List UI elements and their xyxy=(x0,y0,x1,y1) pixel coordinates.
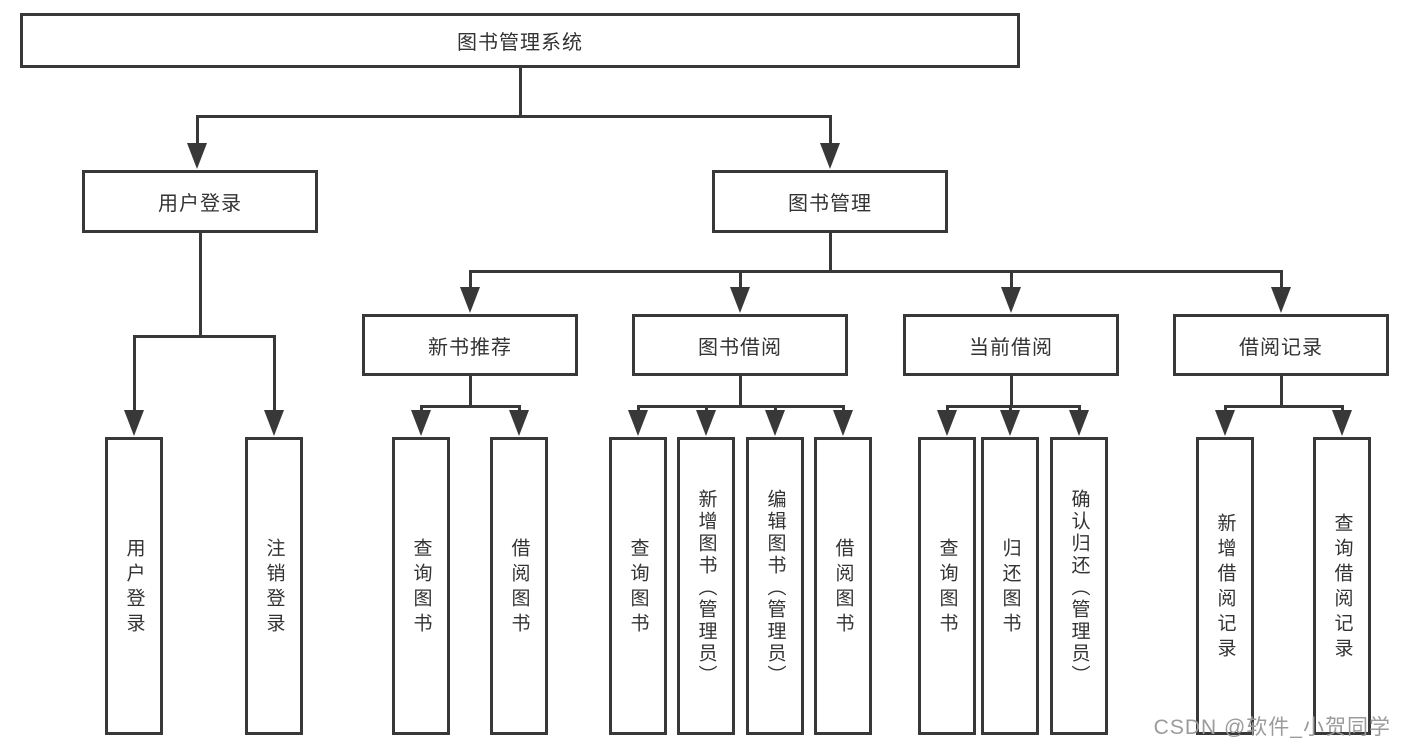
node-book-borrow-label: 图书借阅 xyxy=(698,336,782,359)
arrow-down-icon xyxy=(765,410,785,436)
leaf-query-books-borrow: 查询图书 xyxy=(609,437,667,735)
leaf-edit-book-admin: 编辑图书（管理员） xyxy=(746,437,804,735)
connector-manage-stem xyxy=(828,233,832,273)
node-user-login-label: 用户登录 xyxy=(158,193,242,215)
node-book-management: 图书管理 xyxy=(712,170,948,233)
arrow-down-icon xyxy=(937,410,957,436)
leaf-confirm-return-admin: 确认归还（管理员） xyxy=(1050,437,1108,735)
connector-user-leaf1-drop xyxy=(132,336,136,413)
node-library-system: 图书管理系统 xyxy=(20,13,1020,68)
arrow-down-icon xyxy=(1001,287,1021,313)
arrow-down-icon xyxy=(187,143,207,169)
leaf-borrow-books-recommend: 借阅图书 xyxy=(490,437,548,735)
connector-l3-drop xyxy=(1009,271,1013,291)
arrow-down-icon xyxy=(509,410,529,436)
arrow-down-icon xyxy=(411,410,431,436)
leaf-edit-book-admin-label: 编辑图书（管理员） xyxy=(764,489,786,687)
node-new-book-recommend-label: 新书推荐 xyxy=(428,336,512,359)
arrow-down-icon xyxy=(1069,410,1089,436)
watermark: CSDN @软件_小贺同学 xyxy=(1153,716,1391,739)
connector-l3-drop xyxy=(738,271,742,291)
leaf-borrow-books-borrow-label: 借阅图书 xyxy=(832,538,854,638)
connector-user-hline xyxy=(132,335,276,338)
leaf-add-book-admin-label: 新增图书（管理员） xyxy=(695,489,717,687)
connector-records-stem xyxy=(1279,375,1283,407)
leaf-user-login: 用户登录 xyxy=(105,437,163,735)
connector-l3-drop xyxy=(1279,271,1283,291)
arrow-down-icon xyxy=(696,410,716,436)
node-current-borrow-label: 当前借阅 xyxy=(969,336,1053,359)
node-current-borrow: 当前借阅 xyxy=(903,314,1119,376)
connector-user-stem xyxy=(198,233,202,337)
connector-root-stem xyxy=(518,68,522,118)
connector-manage-hline xyxy=(468,270,1283,273)
leaf-borrow-books-borrow: 借阅图书 xyxy=(814,437,872,735)
leaf-query-books-recommend: 查询图书 xyxy=(392,437,450,735)
leaf-query-borrow-record-label: 查询借阅记录 xyxy=(1331,513,1353,663)
arrow-down-icon xyxy=(730,287,750,313)
leaf-query-books-recommend-label: 查询图书 xyxy=(410,538,432,638)
leaf-add-borrow-record: 新增借阅记录 xyxy=(1196,437,1254,735)
arrow-down-icon xyxy=(820,143,840,169)
leaf-borrow-books-recommend-label: 借阅图书 xyxy=(508,538,530,638)
connector-recommend-stem xyxy=(468,375,472,407)
arrow-down-icon xyxy=(833,410,853,436)
node-book-borrow: 图书借阅 xyxy=(632,314,848,376)
arrow-down-icon xyxy=(628,410,648,436)
connector-recommend-hline xyxy=(419,405,521,408)
leaf-add-book-admin: 新增图书（管理员） xyxy=(677,437,735,735)
arrow-down-icon xyxy=(124,410,144,436)
connector-current-stem xyxy=(1009,375,1013,407)
leaf-add-borrow-record-label: 新增借阅记录 xyxy=(1214,513,1236,663)
connector-borrow-stem xyxy=(738,375,742,407)
node-book-management-label: 图书管理 xyxy=(788,193,872,215)
node-user-login: 用户登录 xyxy=(82,170,318,233)
connector-l3-drop xyxy=(468,271,472,291)
arrow-down-icon xyxy=(1215,410,1235,436)
arrow-down-icon xyxy=(1271,287,1291,313)
leaf-logout: 注销登录 xyxy=(245,437,303,735)
arrow-down-icon xyxy=(1332,410,1352,436)
connector-current-hline xyxy=(945,405,1081,408)
node-library-system-label: 图书管理系统 xyxy=(457,32,583,54)
node-borrow-records-label: 借阅记录 xyxy=(1239,336,1323,359)
leaf-query-books-current: 查询图书 xyxy=(918,437,976,735)
leaf-query-borrow-record: 查询借阅记录 xyxy=(1313,437,1371,735)
leaf-query-books-current-label: 查询图书 xyxy=(936,538,958,638)
connector-borrow-hline xyxy=(636,405,845,408)
leaf-confirm-return-admin-label: 确认归还（管理员） xyxy=(1068,489,1090,687)
arrow-down-icon xyxy=(1000,410,1020,436)
leaf-logout-label: 注销登录 xyxy=(263,538,285,638)
connector-user-drop xyxy=(195,116,199,148)
leaf-return-book-label: 归还图书 xyxy=(999,538,1021,638)
connector-user-leaf2-drop xyxy=(272,336,276,413)
connector-root-hline xyxy=(195,115,832,118)
leaf-return-book: 归还图书 xyxy=(981,437,1039,735)
node-new-book-recommend: 新书推荐 xyxy=(362,314,578,376)
connector-records-hline xyxy=(1223,405,1344,408)
leaf-query-books-borrow-label: 查询图书 xyxy=(627,538,649,638)
node-borrow-records: 借阅记录 xyxy=(1173,314,1389,376)
arrow-down-icon xyxy=(264,410,284,436)
leaf-user-login-label: 用户登录 xyxy=(123,538,145,638)
connector-manage-drop xyxy=(828,116,832,148)
arrow-down-icon xyxy=(460,287,480,313)
